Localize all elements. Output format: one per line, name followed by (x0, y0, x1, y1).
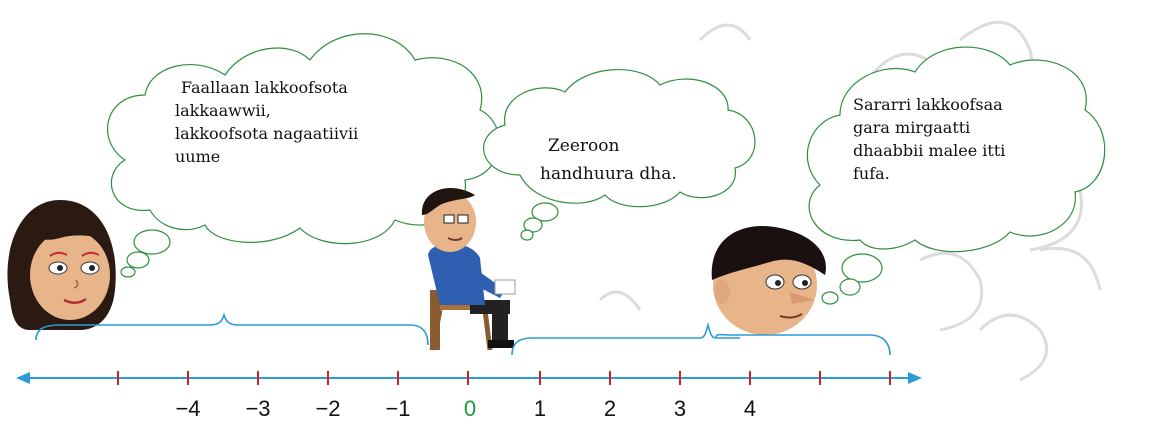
tick-label-3: 3 (673, 396, 687, 421)
curly-braces (35, 312, 891, 356)
tick-marks (117, 371, 891, 385)
left-bubble-line-2: lakkaawwii, (175, 101, 271, 120)
boy-face (711, 225, 826, 335)
middle-bubble-text: Zeeroon handhuura dha. (540, 132, 677, 188)
right-bubble-line-3: dhaabbii malee itti (853, 141, 1006, 160)
tick-label-minus-2: −2 (315, 396, 341, 421)
brace-negative-side (35, 312, 429, 346)
right-arrowhead (908, 372, 922, 384)
girl-face (7, 200, 116, 330)
brace-far-right (715, 333, 891, 356)
left-thought-bubble (107, 33, 500, 278)
middle-bubble-line-1: Zeeroon (548, 136, 620, 156)
middle-bubble-line-2: handhuura dha. (540, 164, 677, 184)
boy-sitting-on-chair (421, 187, 516, 351)
tick-label-0: 0 (463, 396, 477, 421)
brace-middle-right (511, 322, 740, 356)
tick-label-1: 1 (533, 396, 547, 421)
left-bubble-line-3: lakkoofsota nagaatiivii (175, 124, 359, 143)
left-arrowhead (16, 372, 30, 384)
tick-label-2: 2 (603, 396, 617, 421)
tick-label-4: 4 (743, 396, 757, 421)
right-thought-bubble (806, 46, 1106, 305)
left-bubble-line-1: Faallaan lakkoofsota (181, 78, 348, 97)
left-bubble-text: Faallaan lakkoofsota lakkaawwii, lakkoof… (175, 76, 358, 168)
number-line (16, 371, 922, 385)
right-bubble-line-2: gara mirgaatti (853, 118, 971, 137)
middle-thought-bubble (483, 68, 756, 241)
tick-label-minus-4: −4 (175, 396, 201, 421)
right-bubble-line-4: fufa. (853, 164, 890, 183)
right-bubble-line-1: Sararri lakkoofsaa (853, 95, 1003, 114)
tick-label-minus-3: −3 (245, 396, 271, 421)
left-bubble-line-4: uume (175, 147, 221, 166)
right-bubble-text: Sararri lakkoofsaa gara mirgaatti dhaabb… (853, 93, 1005, 185)
tick-label-minus-1: −1 (385, 396, 411, 421)
